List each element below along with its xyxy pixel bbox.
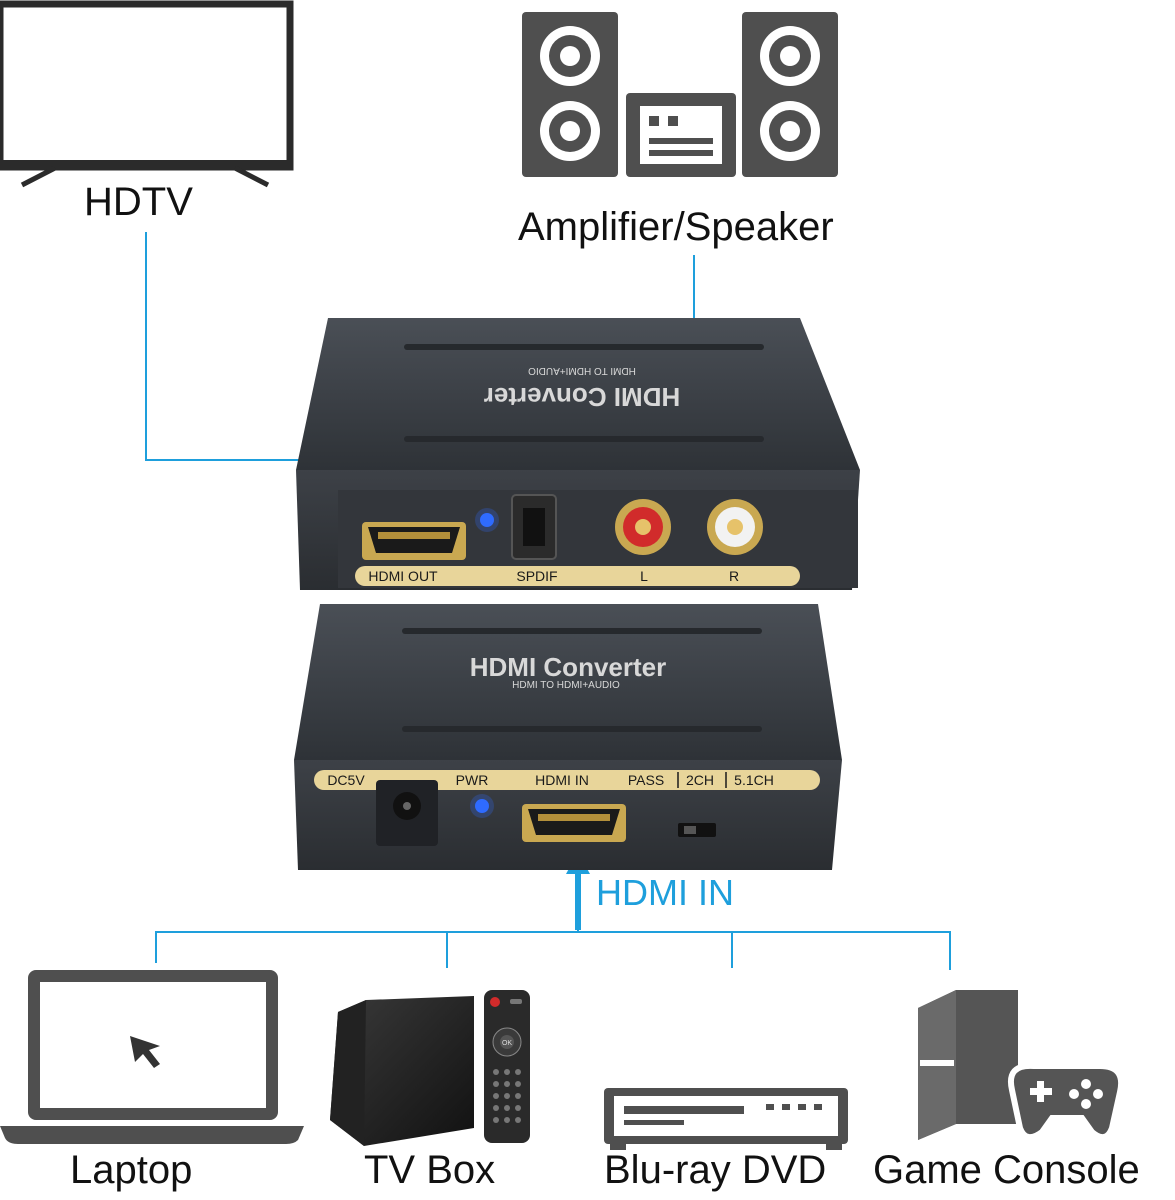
converter-back-title: HDMI Converter: [484, 382, 680, 412]
tv-box-label: TV Box: [364, 1148, 496, 1192]
port-label-dc5v: DC5V: [327, 772, 365, 788]
port-label-pwr: PWR: [456, 772, 489, 788]
remote-control-icon: OK: [484, 990, 530, 1143]
game-console-icon: [918, 990, 1124, 1141]
port-label-5-1ch: 5.1CH: [734, 772, 774, 788]
converter-front-subtitle: HDMI TO HDMI+AUDIO: [512, 680, 620, 691]
port-label-2ch: 2CH: [686, 772, 714, 788]
amplifier-speaker-label: Amplifier/Speaker: [518, 205, 834, 249]
hdtv-label: HDTV: [84, 180, 193, 224]
remote-ok-label: OK: [502, 1040, 512, 1047]
port-label-spdif: SPDIF: [516, 568, 557, 584]
tv-box-icon: [330, 996, 474, 1146]
connection-lines: [145, 232, 951, 970]
converter-back-subtitle: HDMI TO HDMI+AUDIO: [528, 365, 636, 376]
converter-front-unit: [294, 604, 842, 870]
laptop-icon: [0, 970, 304, 1144]
converter-back-unit: [296, 318, 860, 590]
amplifier-speaker-icon: [522, 12, 838, 177]
bluray-dvd-icon: [604, 1088, 848, 1150]
laptop-label: Laptop: [70, 1148, 193, 1192]
game-console-label: Game Console: [873, 1148, 1140, 1192]
bluray-dvd-label: Blu-ray DVD: [604, 1148, 827, 1192]
hdtv-icon: [0, 0, 294, 188]
port-label-pass: PASS: [628, 772, 664, 788]
port-label-hdmi-in: HDMI IN: [535, 772, 589, 788]
port-label-l: L: [640, 568, 648, 584]
converter-back-title-group: HDMI Converter: [484, 382, 680, 412]
converter-front-title: HDMI Converter: [470, 652, 666, 682]
port-label-hdmi-out: HDMI OUT: [368, 568, 438, 584]
converter-back-subtitle-group: HDMI TO HDMI+AUDIO: [528, 365, 636, 376]
hdmi-in-arrow-label: HDMI IN: [596, 872, 734, 913]
port-label-r: R: [729, 568, 739, 584]
